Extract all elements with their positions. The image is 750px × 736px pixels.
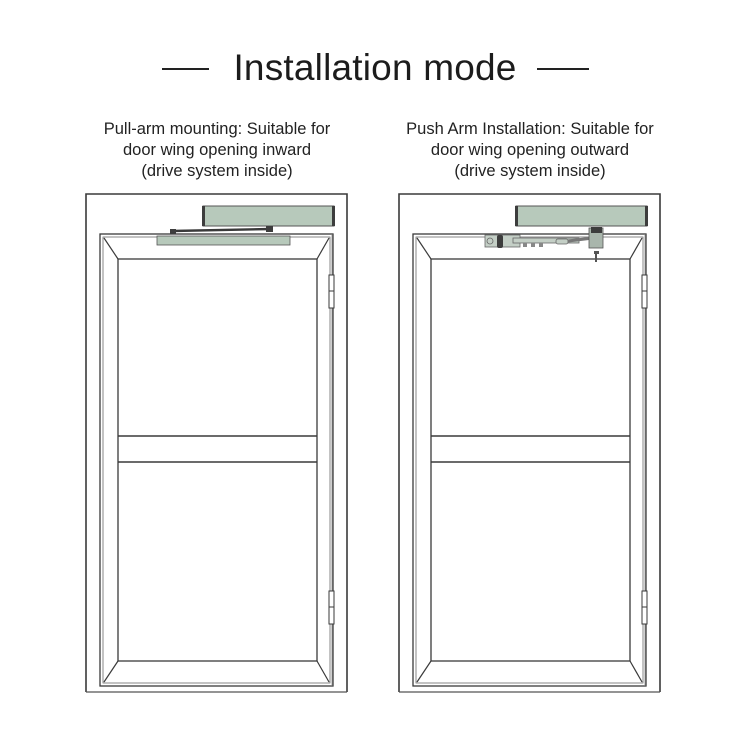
caption-line: (drive system inside) (141, 162, 293, 180)
caption-line: door wing opening outward (430, 141, 630, 159)
caption-line: Pull-arm mounting: Suitable for (103, 120, 331, 138)
caption-line: (drive system inside) (454, 162, 606, 180)
pull-arm-door-diagram (85, 193, 348, 693)
pull-arm-slide-rail (156, 226, 291, 246)
title-row: Installation mode (0, 44, 750, 92)
title-decoration-line-left (162, 68, 209, 70)
pull-arm-caption: Pull-arm mounting: Suitable for door win… (67, 119, 367, 182)
caption-line: Push Arm Installation: Suitable for (406, 120, 654, 138)
title-decoration-line-right (537, 68, 589, 70)
push-arm-door-diagram (398, 193, 661, 693)
page-title: Installation mode (233, 47, 517, 88)
push-arm-linkage (484, 227, 604, 262)
caption-line: door wing opening inward (122, 141, 312, 159)
push-arm-caption: Push Arm Installation: Suitable for door… (380, 119, 680, 182)
